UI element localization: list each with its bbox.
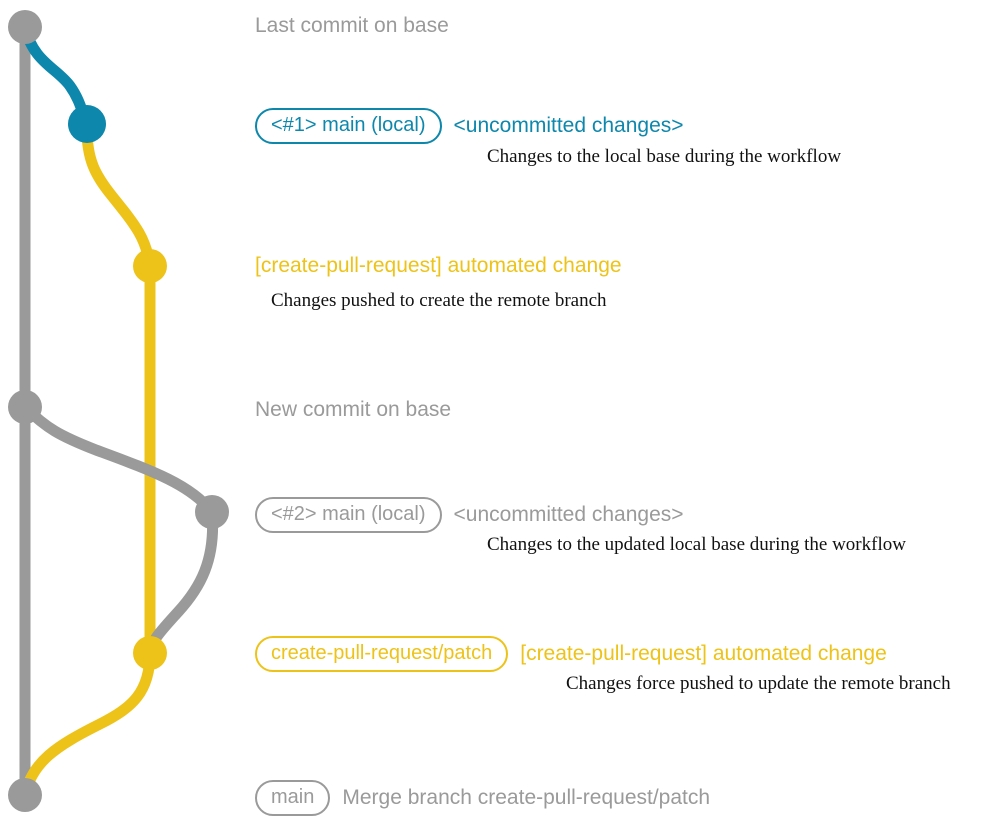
commit-row-local-main-1: <#1> main (local) <uncommitted changes> — [255, 108, 684, 144]
commit-title-local-main-2: <uncommitted changes> — [453, 503, 684, 526]
commit-title-automated-change-1: [create-pull-request] automated change — [255, 254, 622, 277]
commit-row-local-main-2: <#2> main (local) <uncommitted changes> — [255, 497, 684, 533]
commit-node-local-1[interactable] — [68, 105, 106, 143]
commit-node-local-2[interactable] — [195, 495, 229, 529]
commit-title-last-commit-on-base: Last commit on base — [255, 14, 449, 37]
commit-description-automated-change-1: Changes pushed to create the remote bran… — [271, 290, 607, 311]
commit-row-merge: main Merge branch create-pull-request/pa… — [255, 780, 710, 816]
edge-local2-to-remote2 — [144, 506, 219, 659]
commit-node-base-new[interactable] — [8, 390, 42, 424]
commit-node-merge[interactable] — [8, 778, 42, 812]
commit-description-local-main-1: Changes to the local base during the wor… — [487, 146, 842, 167]
commit-node-remote-1[interactable] — [133, 249, 167, 283]
commit-node-remote-2[interactable] — [133, 636, 167, 670]
graph-nodes — [8, 10, 229, 812]
edge-basenew-to-local2 — [19, 401, 218, 518]
branch-pill-local-main-2[interactable]: <#2> main (local) — [255, 497, 442, 533]
commit-node-base-top[interactable] — [8, 10, 42, 44]
edge-local1-to-remote1 — [81, 118, 156, 272]
branch-pill-main[interactable]: main — [255, 780, 331, 816]
commit-description-automated-change-2: Changes force pushed to update the remot… — [566, 673, 951, 694]
commit-title-merge: Merge branch create-pull-request/patch — [342, 786, 711, 809]
commit-row-automated-change-2: create-pull-request/patch [create-pull-r… — [255, 636, 887, 672]
edge-remote2-to-merge — [19, 647, 156, 801]
commit-title-local-main-1: <uncommitted changes> — [453, 114, 684, 137]
branch-pill-local-main-1[interactable]: <#1> main (local) — [255, 108, 442, 144]
graph-edges — [19, 21, 219, 801]
branch-pill-create-pull-request-patch[interactable]: create-pull-request/patch — [255, 636, 509, 672]
commit-description-local-main-2: Changes to the updated local base during… — [487, 534, 906, 555]
commit-title-new-commit-on-base: New commit on base — [255, 398, 452, 421]
commit-title-automated-change-2: [create-pull-request] automated change — [520, 642, 887, 665]
